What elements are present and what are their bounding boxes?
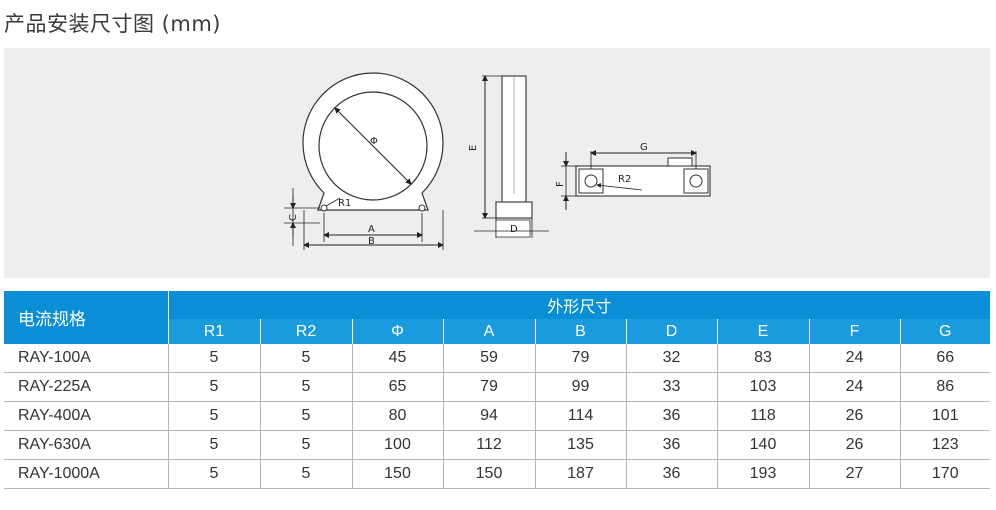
value-cell: 32: [625, 344, 717, 373]
value-cell: 187: [534, 459, 626, 489]
installation-drawing: Φ R1 C A B: [4, 48, 990, 278]
value-cell: 26: [808, 401, 900, 431]
value-cell: 5: [259, 401, 352, 431]
value-cell: 86: [899, 372, 990, 402]
value-cell: 140: [716, 430, 809, 460]
value-cell: 5: [259, 459, 352, 489]
column-header-f: F: [808, 319, 900, 344]
label-r2: R2: [618, 174, 631, 185]
value-cell: 100: [351, 430, 443, 460]
value-cell: 5: [259, 344, 352, 373]
column-header-e: E: [716, 319, 809, 344]
value-cell: 114: [534, 401, 626, 431]
label-g: G: [640, 142, 648, 153]
model-cell: RAY-400A: [4, 401, 168, 431]
value-cell: 5: [259, 430, 352, 460]
value-cell: 135: [534, 430, 626, 460]
value-cell: 36: [625, 401, 717, 431]
value-cell: 79: [442, 372, 535, 402]
model-cell: RAY-1000A: [4, 459, 168, 489]
value-cell: 5: [167, 401, 260, 431]
bottom-view: G F R2: [555, 142, 711, 210]
table-row: RAY-100A 5 5 45 59 79 32 83 24 66: [4, 344, 990, 373]
column-header-phi: Φ: [351, 319, 443, 344]
column-header-a: A: [442, 319, 535, 344]
value-cell: 65: [351, 372, 443, 402]
model-cell: RAY-630A: [4, 430, 168, 460]
value-cell: 24: [808, 372, 900, 402]
page-title: 产品安装尺寸图 (mm): [4, 12, 221, 36]
value-cell: 150: [442, 459, 535, 489]
value-cell: 94: [442, 401, 535, 431]
dimension-drawing-svg: Φ R1 C A B: [284, 72, 711, 250]
label-phi: Φ: [370, 136, 378, 147]
value-cell: 24: [808, 344, 900, 373]
value-cell: 150: [351, 459, 443, 489]
label-e: E: [468, 145, 479, 151]
value-cell: 83: [716, 344, 809, 373]
model-cell: RAY-100A: [4, 344, 168, 373]
group-header: 外形尺寸: [168, 291, 990, 319]
value-cell: 36: [625, 459, 717, 489]
value-cell: 5: [167, 344, 260, 373]
model-cell: RAY-225A: [4, 372, 168, 402]
value-cell: 101: [899, 401, 990, 431]
value-cell: 26: [808, 430, 900, 460]
value-cell: 45: [351, 344, 443, 373]
value-cell: 5: [167, 430, 260, 460]
label-d: D: [510, 224, 518, 235]
column-header-d: D: [625, 319, 717, 344]
label-a: A: [368, 224, 375, 235]
label-c: C: [288, 214, 299, 221]
value-cell: 80: [351, 401, 443, 431]
table-row: RAY-400A 5 5 80 94 114 36 118 26 101: [4, 401, 990, 431]
value-cell: 66: [899, 344, 990, 373]
column-header-b: B: [534, 319, 626, 344]
value-cell: 59: [442, 344, 535, 373]
side-view: E D: [468, 75, 549, 238]
label-r1: R1: [338, 198, 351, 209]
value-cell: 79: [534, 344, 626, 373]
value-cell: 103: [716, 372, 809, 402]
table-row: RAY-1000A 5 5 150 150 187 36 193 27 170: [4, 459, 990, 489]
value-cell: 170: [899, 459, 990, 489]
value-cell: 36: [625, 430, 717, 460]
label-b: B: [368, 236, 375, 247]
table-row: RAY-630A 5 5 100 112 135 36 140 26 123: [4, 430, 990, 460]
column-header-r1: R1: [167, 319, 260, 344]
value-cell: 112: [442, 430, 535, 460]
value-cell: 99: [534, 372, 626, 402]
column-header-g: G: [899, 319, 990, 344]
value-cell: 123: [899, 430, 990, 460]
value-cell: 5: [167, 459, 260, 489]
label-f: F: [555, 181, 566, 187]
dimension-spec-table: 电流规格 外形尺寸 R1 R2 Φ A B D E F G RAY-100A 5…: [4, 291, 990, 489]
value-cell: 5: [167, 372, 260, 402]
category-header: 电流规格: [4, 291, 169, 344]
value-cell: 5: [259, 372, 352, 402]
value-cell: 193: [716, 459, 809, 489]
value-cell: 33: [625, 372, 717, 402]
value-cell: 27: [808, 459, 900, 489]
value-cell: 118: [716, 401, 809, 431]
column-header-r2: R2: [259, 319, 352, 344]
front-view: Φ R1 C A B: [284, 72, 444, 250]
table-row: RAY-225A 5 5 65 79 99 33 103 24 86: [4, 372, 990, 402]
